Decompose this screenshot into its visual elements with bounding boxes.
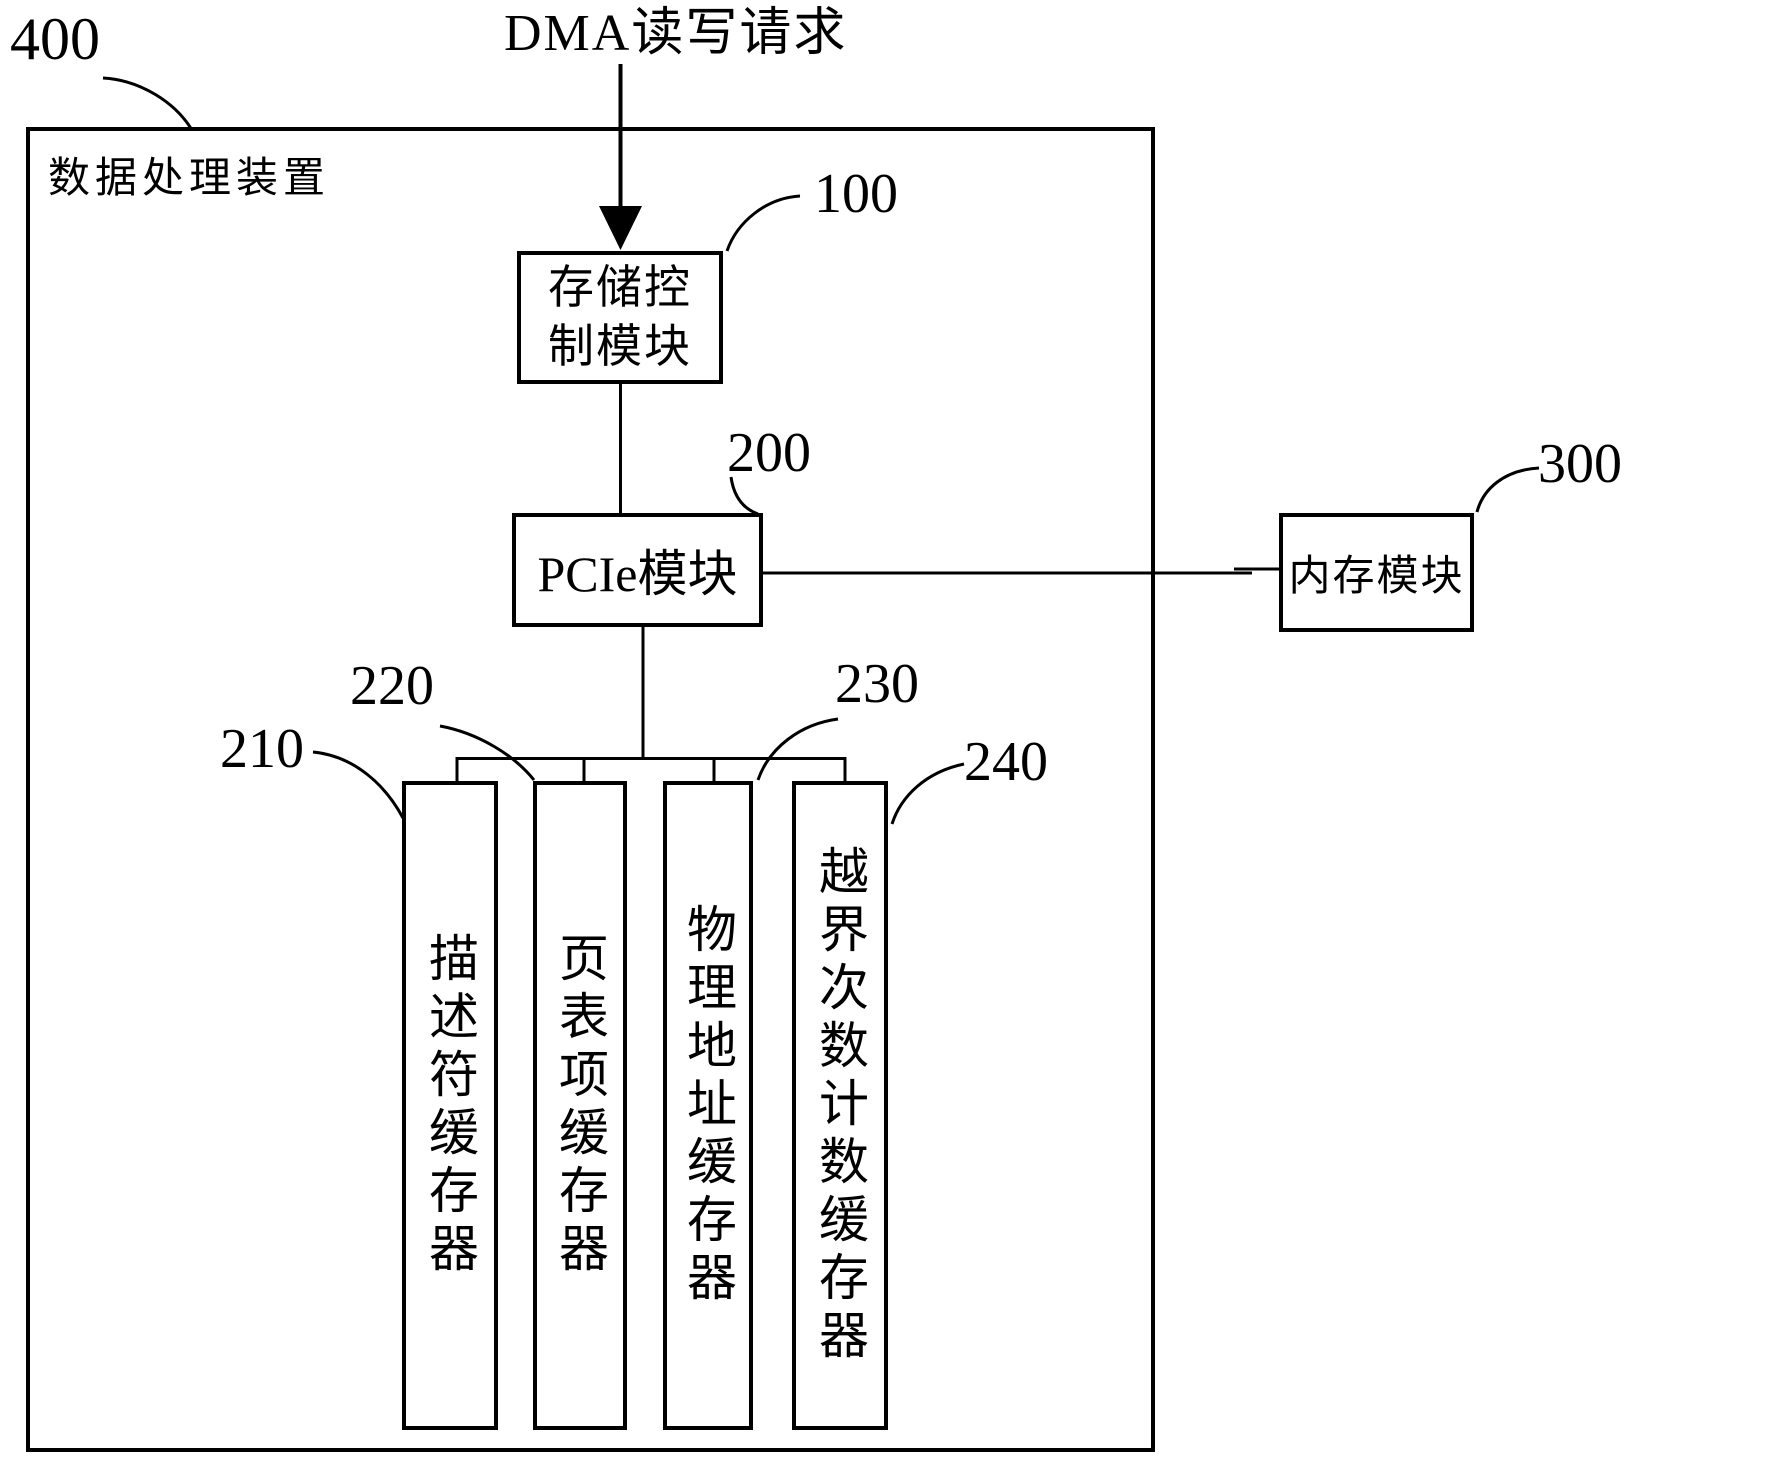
ref-100: 100 [814,163,898,225]
device-outline-box [26,127,1155,1452]
ref-220: 220 [350,655,434,717]
boundary-cross-count-buffer-box: 越界次数计数缓存器 [792,781,888,1430]
storage-control-module-label: 存储控制模块 [548,261,692,372]
leader-line-400 [102,76,194,131]
ref-200: 200 [727,422,811,484]
page-table-entry-buffer-label: 页表项缓存器 [552,931,608,1280]
descriptor-buffer-box: 描述符缓存器 [402,781,498,1430]
ref-400: 400 [10,6,100,72]
leader-line-240 [890,762,965,825]
dma-arrowhead-icon [599,206,642,250]
memory-module-box: 内存模块 [1279,513,1474,632]
descriptor-buffer-label: 描述符缓存器 [422,931,478,1280]
physical-address-buffer-box: 物理地址缓存器 [663,781,753,1430]
memory-module-label: 内存模块 [1288,554,1465,600]
leader-line-200 [729,476,759,516]
leader-line-300 [1475,466,1540,513]
page-table-entry-buffer-box: 页表项缓存器 [533,781,627,1430]
leader-line-210 [312,750,405,819]
leader-line-230 [756,717,839,781]
physical-address-buffer-label: 物理地址缓存器 [680,902,736,1309]
ref-240: 240 [964,731,1048,793]
ref-230: 230 [835,653,919,715]
pcie-module-label: PCIe模块 [537,546,738,602]
storage-control-module-box: 存储控制模块 [517,251,723,384]
device-box-title: 数据处理装置 [48,156,331,202]
pcie-module-box: PCIe模块 [512,513,763,627]
dma-request-label: DMA读写请求 [504,5,848,62]
ref-300: 300 [1538,433,1622,495]
leader-line-100 [725,194,801,252]
ref-210: 210 [220,718,304,780]
boundary-cross-count-buffer-label: 越界次数计数缓存器 [812,844,868,1367]
leader-line-220 [439,724,536,781]
